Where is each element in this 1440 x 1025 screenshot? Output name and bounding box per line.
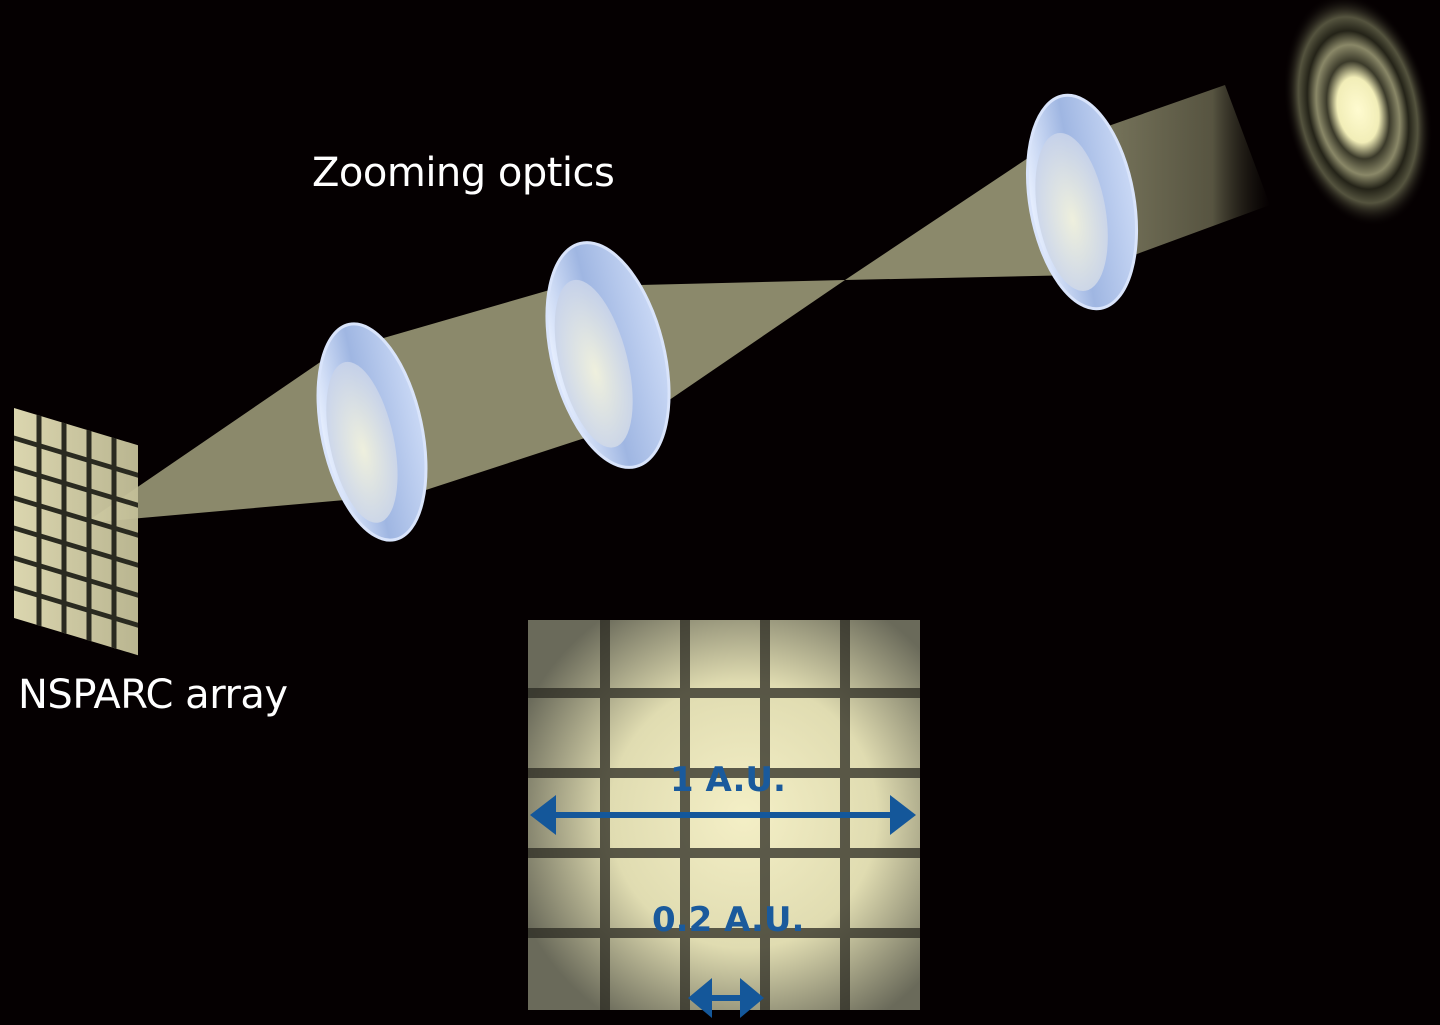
one-au-arrow-icon (530, 795, 916, 835)
one-au-label: 1 A.U. (670, 760, 786, 800)
lens-3-icon (1025, 93, 1139, 311)
lens-2-icon (545, 241, 671, 469)
nsparc-array-label: NSPARC array (18, 672, 288, 718)
point-two-au-arrow-icon (688, 978, 764, 1018)
nsparc-array-icon (14, 408, 138, 656)
zooming-optics-label: Zooming optics (312, 150, 615, 196)
airy-pattern (1283, 0, 1433, 227)
lens-1-icon (316, 322, 428, 542)
point-two-au-label: 0.2 A.U. (652, 900, 805, 940)
